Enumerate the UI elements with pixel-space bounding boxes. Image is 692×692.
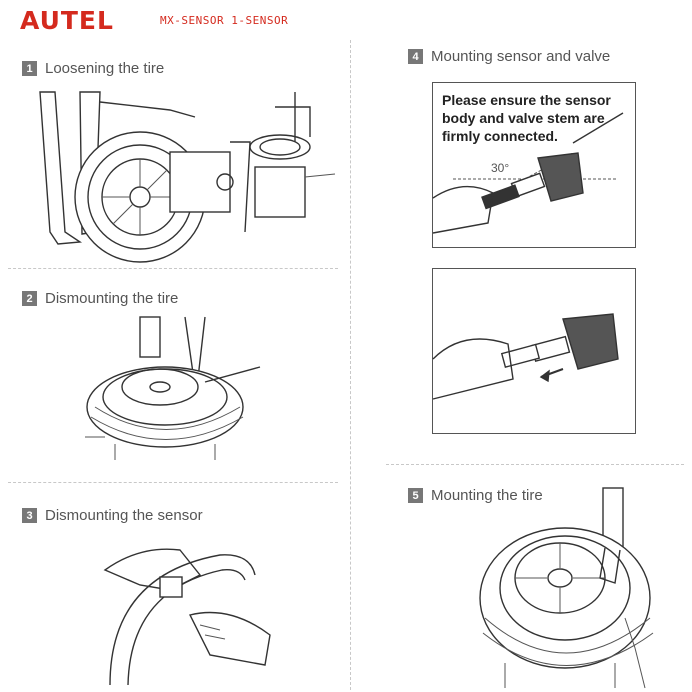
step-1-heading: 1 Loosening the tire bbox=[22, 60, 164, 77]
step-label: Mounting sensor and valve bbox=[431, 48, 611, 65]
step-2-heading: 2 Dismounting the tire bbox=[22, 290, 178, 307]
step-5-heading: 5 Mounting the tire bbox=[408, 487, 543, 504]
note-line: body and valve stem are bbox=[442, 110, 605, 126]
step-4-heading: 4 Mounting sensor and valve bbox=[408, 48, 610, 65]
illustration-dismounting-sensor bbox=[103, 548, 271, 686]
step-label: Loosening the tire bbox=[45, 60, 165, 77]
brand-logo: AUTEL bbox=[20, 6, 114, 35]
step-label: Dismounting the tire bbox=[45, 290, 179, 307]
column-divider bbox=[350, 40, 351, 690]
step-number: 5 bbox=[408, 488, 423, 503]
connection-note: Please ensure the sensor body and valve … bbox=[442, 91, 611, 145]
divider-step4 bbox=[386, 464, 684, 465]
divider-step1 bbox=[8, 268, 338, 269]
sensor-insert-drawing bbox=[432, 313, 619, 400]
illustration-mounting-tire bbox=[479, 487, 654, 689]
note-line: Please ensure the sensor bbox=[442, 92, 611, 108]
step-number: 4 bbox=[408, 49, 423, 64]
note-line: firmly connected. bbox=[442, 128, 558, 144]
illustration-loosening-tire bbox=[39, 91, 336, 263]
panel-sensor-connection: Please ensure the sensor body and valve … bbox=[432, 82, 636, 248]
panel-sensor-insert bbox=[432, 268, 636, 434]
illustration-dismounting-tire bbox=[85, 316, 261, 460]
divider-step2 bbox=[8, 482, 338, 483]
step-number: 2 bbox=[22, 291, 37, 306]
step-label: Dismounting the sensor bbox=[45, 507, 203, 524]
product-subtitle: MX-SENSOR 1-SENSOR bbox=[160, 14, 289, 27]
step-number: 1 bbox=[22, 61, 37, 76]
sensor-valve-drawing bbox=[432, 112, 624, 234]
step-3-heading: 3 Dismounting the sensor bbox=[22, 507, 203, 524]
step-number: 3 bbox=[22, 508, 37, 523]
angle-label: 30° bbox=[491, 161, 510, 175]
step-label: Mounting the tire bbox=[431, 487, 543, 504]
